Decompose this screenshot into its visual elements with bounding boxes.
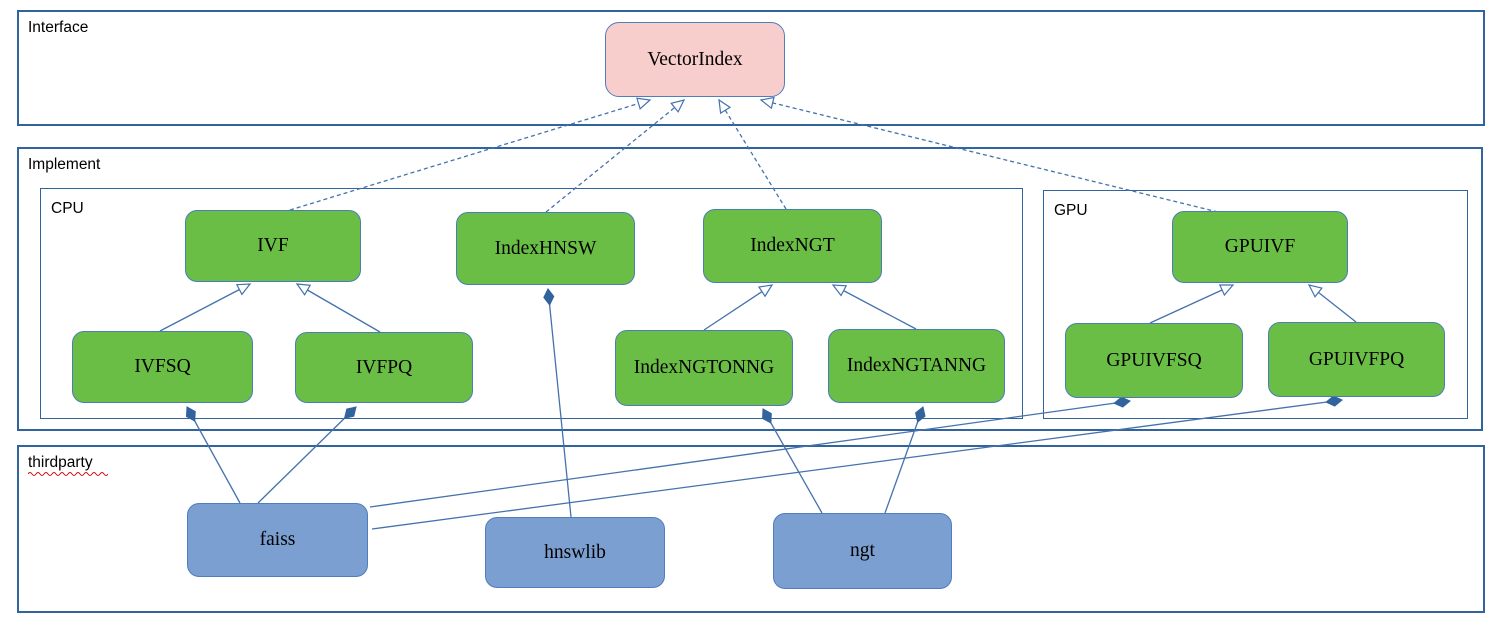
node-label-ngt: ngt — [850, 540, 875, 561]
edge-generalization-gpuivfpq-to-gpuivf — [1307, 284, 1357, 323]
node-ivf[interactable]: IVF — [185, 210, 361, 282]
edge-realization-ivf-to-vectorindex — [289, 97, 652, 211]
node-label-indexngt: IndexNGT — [750, 235, 835, 256]
edge-composition-ngt-to-indexngtanng — [884, 406, 926, 514]
node-label-ivfsq: IVFSQ — [134, 356, 191, 377]
node-indexngtanng[interactable]: IndexNGTANNG — [828, 329, 1005, 403]
node-label-faiss: faiss — [259, 529, 296, 550]
node-label-gpuivfsq: GPUIVFSQ — [1106, 349, 1202, 371]
node-faiss[interactable]: faiss — [187, 503, 368, 577]
section-label-thirdparty: thirdparty — [28, 454, 108, 477]
edge-realization-indexhnsw-to-vectorindex — [545, 99, 686, 213]
node-indexngt[interactable]: IndexNGT — [703, 209, 882, 283]
node-label-vectorindex: VectorIndex — [647, 48, 743, 70]
edge-generalization-ivfpq-to-ivf — [295, 283, 381, 333]
section-interface[interactable]: Interface — [17, 10, 1485, 126]
node-ivfsq[interactable]: IVFSQ — [72, 331, 253, 403]
subsection-gpu[interactable]: GPU — [1043, 190, 1468, 419]
edge-composition-faiss-to-ivfsq — [185, 406, 241, 504]
node-ivfpq[interactable]: IVFPQ — [295, 332, 473, 403]
subsection-label-cpu: CPU — [51, 200, 84, 217]
section-label-interface: Interface — [28, 19, 88, 36]
node-label-ivfpq: IVFPQ — [355, 356, 413, 378]
node-vectorindex[interactable]: VectorIndex — [605, 22, 785, 97]
node-label-indexngtonng: IndexNGTONNG — [633, 357, 775, 378]
edge-composition-faiss-to-gpuivfpq — [371, 395, 1343, 530]
edge-generalization-indexngtonng-to-indexngt — [703, 284, 774, 331]
section-implement[interactable]: Implement — [17, 147, 1483, 431]
node-label-indexngtanng: IndexNGTANNG — [846, 355, 987, 376]
section-label-text-implement: Implement — [28, 156, 101, 173]
node-indexngtonng[interactable]: IndexNGTONNG — [615, 330, 793, 406]
node-label-ivf: IVF — [257, 235, 289, 256]
node-hnswlib[interactable]: hnswlib — [485, 517, 665, 588]
edge-generalization-gpuivfsq-to-gpuivf — [1149, 284, 1235, 324]
node-label-gpuivfpq: GPUIVFPQ — [1308, 348, 1405, 370]
edge-composition-faiss-to-ivfpq — [257, 406, 357, 504]
node-label-gpuivf: GPUIVF — [1224, 236, 1296, 257]
section-label-implement: Implement — [28, 156, 100, 173]
edge-realization-indexngt-to-vectorindex — [718, 98, 787, 210]
subsection-label-gpu: GPU — [1054, 202, 1088, 219]
spellcheck-squiggle — [28, 472, 108, 477]
section-label-text-interface: Interface — [28, 19, 89, 36]
node-label-indexhnsw: IndexHNSW — [494, 237, 597, 259]
edge-generalization-indexngtanng-to-indexngt — [831, 284, 917, 330]
subsection-cpu[interactable]: CPU — [40, 188, 1023, 419]
edge-generalization-ivfsq-to-ivf — [159, 283, 252, 332]
node-ngt[interactable]: ngt — [773, 513, 952, 589]
section-label-text-thirdparty: thirdparty — [28, 454, 93, 471]
node-gpuivfsq[interactable]: GPUIVFSQ — [1065, 323, 1243, 398]
node-indexhnsw[interactable]: IndexHNSW — [456, 212, 635, 285]
node-label-hnswlib: hnswlib — [544, 541, 606, 563]
node-gpuivfpq[interactable]: GPUIVFPQ — [1268, 322, 1445, 397]
node-gpuivf[interactable]: GPUIVF — [1172, 211, 1348, 283]
edge-composition-ngt-to-indexngtonng — [762, 408, 823, 514]
edge-composition-faiss-to-gpuivfsq — [369, 396, 1131, 508]
edge-realization-gpuivf-to-vectorindex — [759, 96, 1219, 213]
section-thirdparty[interactable]: thirdparty — [17, 445, 1485, 613]
edge-composition-hnswlib-to-indexhnsw — [543, 288, 572, 518]
